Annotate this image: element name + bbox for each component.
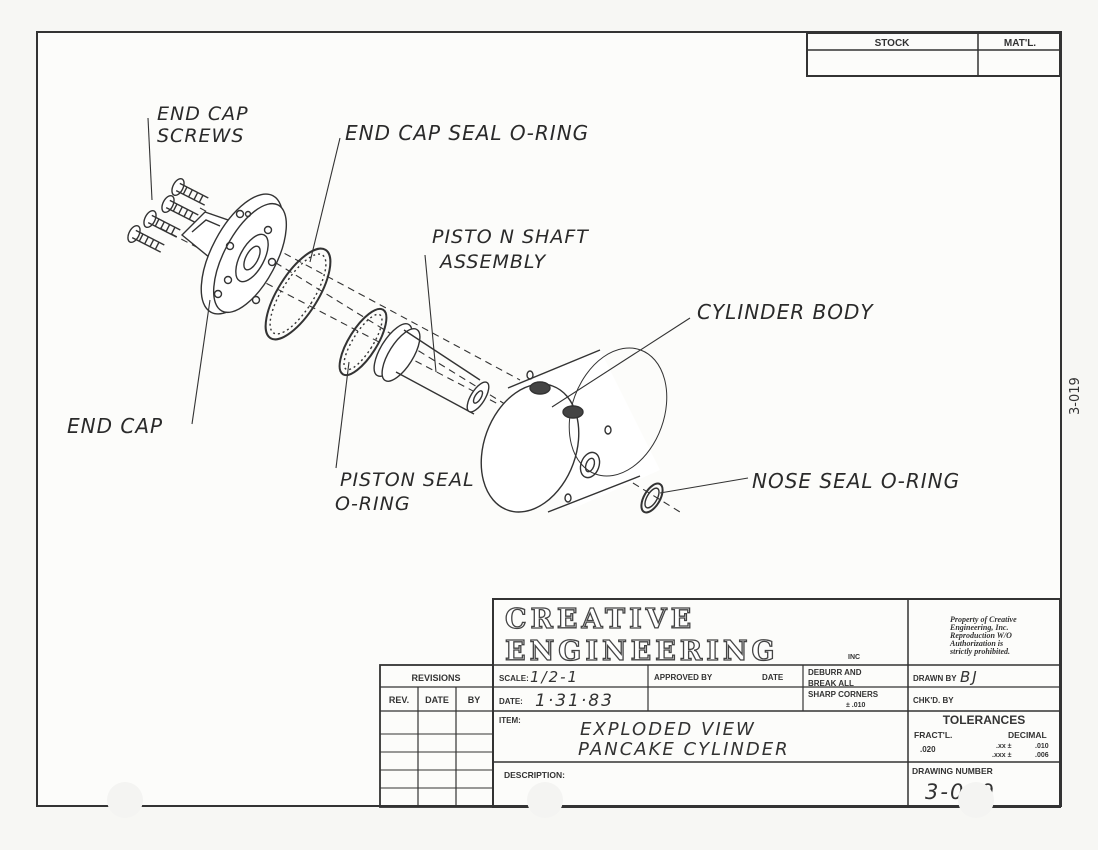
callout-labels: END CAP SCREWS END CAP SEAL O-RING PISTO…: [67, 103, 960, 515]
label-cylinder-body: CYLINDER BODY: [697, 300, 874, 324]
fractional-label: FRACT'L.: [914, 730, 952, 740]
scale-label: SCALE:: [499, 674, 529, 683]
description-label: DESCRIPTION:: [504, 770, 565, 780]
binder-hole-center: [527, 782, 563, 818]
label-end-cap-screws-line2: SCREWS: [157, 125, 244, 147]
leader-lines: [147, 117, 749, 494]
company-name-line1: CREATIVE: [505, 604, 695, 635]
piston-seal-oring: [338, 307, 388, 377]
label-piston-seal-line1: PISTON SEAL: [340, 469, 475, 491]
binder-hole-right: [958, 782, 994, 818]
approved-by-label: APPROVED BY: [654, 673, 713, 682]
date-label: DATE:: [499, 697, 523, 706]
property-notice-line3: Reproduction W/O: [949, 631, 1012, 640]
date-column-header: DATE: [425, 695, 449, 705]
item-line2: PANCAKE CYLINDER: [578, 739, 790, 760]
drawn-by-initials: BJ: [960, 668, 979, 686]
decimal-label: DECIMAL: [1008, 730, 1047, 740]
assembly-illustration: [127, 117, 749, 514]
title-block-grid: [379, 598, 1061, 808]
fractional-value: .020: [920, 745, 936, 754]
deburr-tolerance: ± .010: [846, 702, 866, 709]
end-cap-seal-oring: [264, 247, 332, 341]
company-suffix: INC: [848, 654, 860, 661]
drawing-number-label: DRAWING NUMBER: [912, 766, 993, 776]
item-line1: EXPLODED VIEW: [580, 719, 756, 740]
end-cap: [180, 193, 288, 315]
label-end-cap-screws-line1: END CAP: [157, 103, 249, 125]
binder-hole-left: [107, 782, 143, 818]
two-place-label: .xx ±: [996, 743, 1012, 750]
deburr-line3: SHARP CORNERS: [808, 690, 879, 699]
approved-date-label: DATE: [762, 673, 784, 682]
item-label: ITEM:: [499, 716, 521, 725]
stock-material-box: [806, 32, 1061, 77]
property-notice-line2: Engineering, Inc.: [949, 623, 1008, 632]
label-end-cap-seal-oring: END CAP SEAL O-RING: [345, 121, 589, 145]
two-place-value: .010: [1035, 743, 1049, 750]
label-piston-shaft-line1: PISTO N SHAFT: [432, 226, 589, 248]
checked-by-label: CHK'D. BY: [913, 696, 954, 705]
revisions-header: REVISIONS: [411, 673, 460, 683]
label-piston-shaft-line2: ASSEMBLY: [438, 251, 547, 273]
property-notice-line4: Authorization is: [949, 639, 1003, 648]
deburr-line2: BREAK ALL: [808, 679, 854, 688]
stock-header: STOCK: [875, 38, 911, 49]
three-place-value: .006: [1035, 752, 1049, 759]
three-place-label: .xxx ±: [992, 752, 1012, 759]
deburr-line1: DEBURR AND: [808, 668, 862, 677]
label-nose-seal-oring: NOSE SEAL O-RING: [752, 469, 960, 493]
material-header: MAT'L.: [1004, 38, 1036, 49]
nose-seal-oring: [640, 482, 664, 514]
scale-value: 1/2-1: [530, 668, 579, 686]
cylinder-body: [480, 347, 668, 513]
property-notice-line1: Property of Creative: [950, 615, 1017, 624]
date-value: 1·31·83: [535, 691, 614, 711]
rev-column-header: REV.: [389, 695, 409, 705]
drawn-by-label: DRAWN BY: [913, 674, 957, 683]
end-cap-screws: [127, 177, 209, 253]
tolerances-header: TOLERANCES: [943, 713, 1025, 727]
label-end-cap: END CAP: [67, 414, 163, 438]
label-piston-seal-line2: O-RING: [335, 493, 411, 515]
by-column-header: BY: [468, 695, 481, 705]
company-name-line2: ENGINEERING: [505, 636, 779, 667]
property-notice-line5: strictly prohibited.: [949, 647, 1010, 656]
piston-shaft-assembly: [373, 323, 490, 415]
